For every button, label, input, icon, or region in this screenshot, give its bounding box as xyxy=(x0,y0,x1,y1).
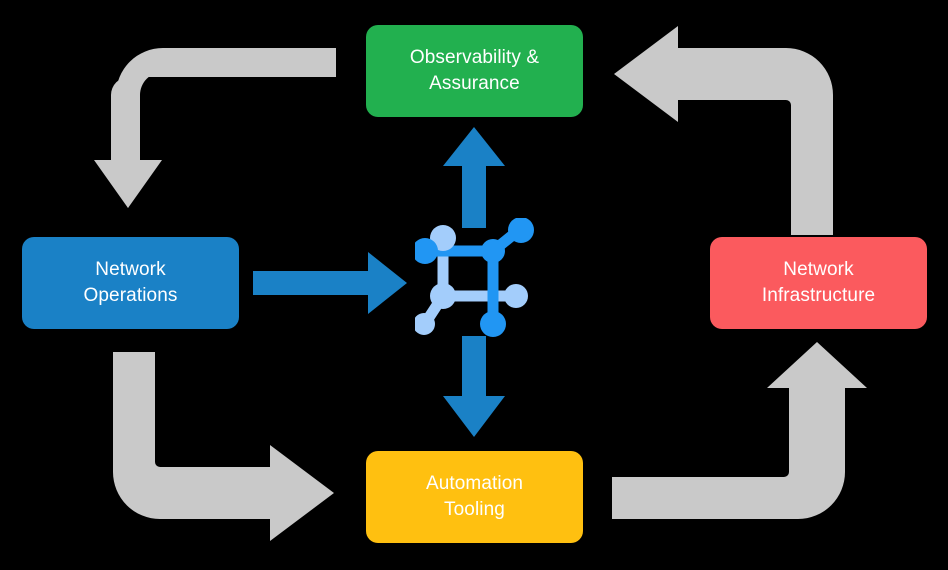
node-network-infrastructure-label: Network Infrastructure xyxy=(761,259,876,306)
connector-network-operations-to-center xyxy=(253,252,407,314)
node-automation-tooling[interactable]: Automation Tooling xyxy=(366,451,583,543)
node-network-operations-label: Network Operations xyxy=(83,259,178,306)
connector-network-infrastructure-to-observability xyxy=(614,26,833,235)
connector-center-to-observability xyxy=(443,127,505,228)
topology-nodes-primary xyxy=(415,218,534,337)
connector-automation-tooling-to-network-infrastructure xyxy=(612,342,867,519)
node-observability-label: Observability & Assurance xyxy=(409,47,540,94)
node-network-infrastructure[interactable]: Network Infrastructure xyxy=(710,237,927,329)
node-automation-tooling-label: Automation Tooling xyxy=(425,473,524,520)
network-topology-icon xyxy=(415,218,534,337)
connector-network-operations-to-automation-tooling xyxy=(113,352,334,541)
connector-center-to-automation-tooling xyxy=(443,336,505,437)
connector-observability-to-network-operations xyxy=(94,48,336,208)
node-network-operations[interactable]: Network Operations xyxy=(22,237,239,329)
node-observability[interactable]: Observability & Assurance xyxy=(366,25,583,117)
topology-nodes-secondary xyxy=(415,225,528,335)
